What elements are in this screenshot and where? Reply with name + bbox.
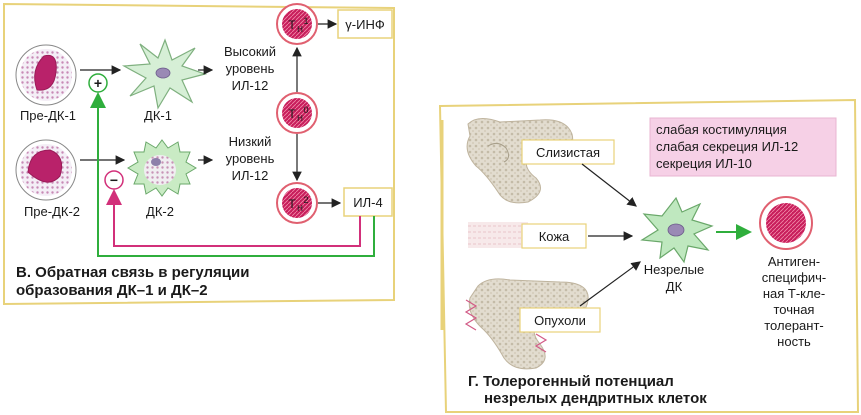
- mucosa-label-box: Слизистая: [521, 139, 615, 165]
- pre-dc2-cell: [15, 139, 77, 201]
- tumor-zigzag-left: [464, 299, 478, 331]
- dc1-label: ДК-1: [144, 108, 172, 123]
- svg-text:ИЛ-4: ИЛ-4: [353, 195, 382, 210]
- plus-marker: +: [88, 73, 108, 93]
- svg-text:Слизистая: Слизистая: [536, 145, 600, 160]
- immature-dc-cell: [640, 196, 714, 264]
- svg-text:2: 2: [303, 195, 308, 205]
- arrow-tumors-to-dc: [579, 261, 641, 307]
- tumors-label-box: Опухоли: [519, 307, 601, 333]
- svg-text:специфич-: специфич-: [762, 270, 827, 285]
- magenta-feedback-arrow: [106, 189, 361, 247]
- svg-text:Н: Н: [297, 114, 303, 123]
- svg-text:слабая секреция ИЛ-12: слабая секреция ИЛ-12: [656, 139, 798, 154]
- minus-marker: −: [104, 170, 124, 190]
- svg-text:Антиген-: Антиген-: [768, 254, 820, 269]
- svg-text:точная: точная: [774, 302, 815, 317]
- svg-text:Н: Н: [297, 204, 303, 213]
- panel-g-border: [438, 98, 860, 413]
- svg-text:ная Т-кле-: ная Т-кле-: [763, 286, 825, 301]
- svg-text:ИЛ-12: ИЛ-12: [232, 78, 269, 93]
- immature-dc-label-line1: Незрелые: [644, 262, 704, 277]
- svg-text:ИЛ-12: ИЛ-12: [232, 168, 269, 183]
- ifn-box: γ-ИНФ: [337, 9, 393, 39]
- svg-text:Высокий: Высокий: [224, 44, 276, 59]
- svg-text:Низкий: Низкий: [229, 134, 272, 149]
- arrow-mucosa-to-dc: [581, 163, 637, 207]
- il4-box: ИЛ-4: [343, 187, 393, 217]
- pre-dc1-cell: [15, 44, 77, 106]
- dc2-label: ДК-2: [146, 204, 174, 219]
- th0-cell: Т Н 0: [276, 92, 318, 134]
- svg-text:уровень: уровень: [226, 151, 275, 166]
- svg-text:Опухоли: Опухоли: [534, 313, 586, 328]
- svg-text:Кожа: Кожа: [539, 229, 570, 244]
- svg-text:Т: Т: [288, 18, 296, 32]
- tolerance-text: Антиген- специфич- ная Т-кле- точная тол…: [762, 254, 827, 349]
- svg-text:+: +: [94, 75, 102, 91]
- svg-text:ность: ность: [777, 334, 811, 349]
- high-il12-text: Высокий уровень ИЛ-12: [224, 44, 276, 93]
- immature-dc-label-line2: ДК: [666, 279, 683, 294]
- dc2-cell: [127, 139, 197, 197]
- low-il12-text: Низкий уровень ИЛ-12: [226, 134, 275, 183]
- th2-cell: Т Н 2: [276, 182, 318, 224]
- panel-g: Слизистая Кожа Опухоли Незрелые ДК: [438, 98, 860, 413]
- svg-text:уровень: уровень: [226, 61, 275, 76]
- svg-text:1: 1: [303, 16, 308, 26]
- svg-text:Т: Т: [288, 197, 296, 211]
- dc1-cell: [121, 38, 208, 110]
- th1-cell: Т Н 1: [276, 3, 318, 45]
- svg-text:−: −: [110, 172, 118, 188]
- panel-b-title-line1: В. Обратная связь в регуляции: [16, 264, 249, 281]
- characteristics-box: слабая костимуляция слабая секреция ИЛ-1…: [649, 117, 837, 177]
- svg-text:Т: Т: [288, 107, 296, 121]
- svg-text:0: 0: [303, 105, 308, 115]
- svg-text:толерант-: толерант-: [764, 318, 824, 333]
- pre-dc2-label: Пре-ДК-2: [24, 204, 80, 219]
- panel-g-title-line2: незрелых дендритных клеток: [484, 390, 707, 407]
- skin-label-box: Кожа: [521, 223, 587, 249]
- panel-g-title-line1: Г. Толерогенный потенциал: [468, 373, 674, 390]
- panel-b: Пре-ДК-1 ДК-1 Пре-ДК-2 ДК-2 + −: [3, 2, 395, 306]
- svg-text:слабая костимуляция: слабая костимуляция: [656, 122, 787, 137]
- svg-text:Н: Н: [297, 25, 303, 34]
- green-feedback-arrow: [90, 92, 375, 257]
- svg-text:γ-ИНФ: γ-ИНФ: [345, 17, 385, 32]
- tumor-zigzag-right: [534, 333, 548, 353]
- skin-image: [468, 222, 528, 248]
- panel-b-title-line2: образования ДК–1 и ДК–2: [16, 282, 208, 299]
- tolerance-tcell: [759, 196, 813, 250]
- svg-text:секреция ИЛ-10: секреция ИЛ-10: [656, 156, 752, 171]
- pre-dc1-label: Пре-ДК-1: [20, 108, 76, 123]
